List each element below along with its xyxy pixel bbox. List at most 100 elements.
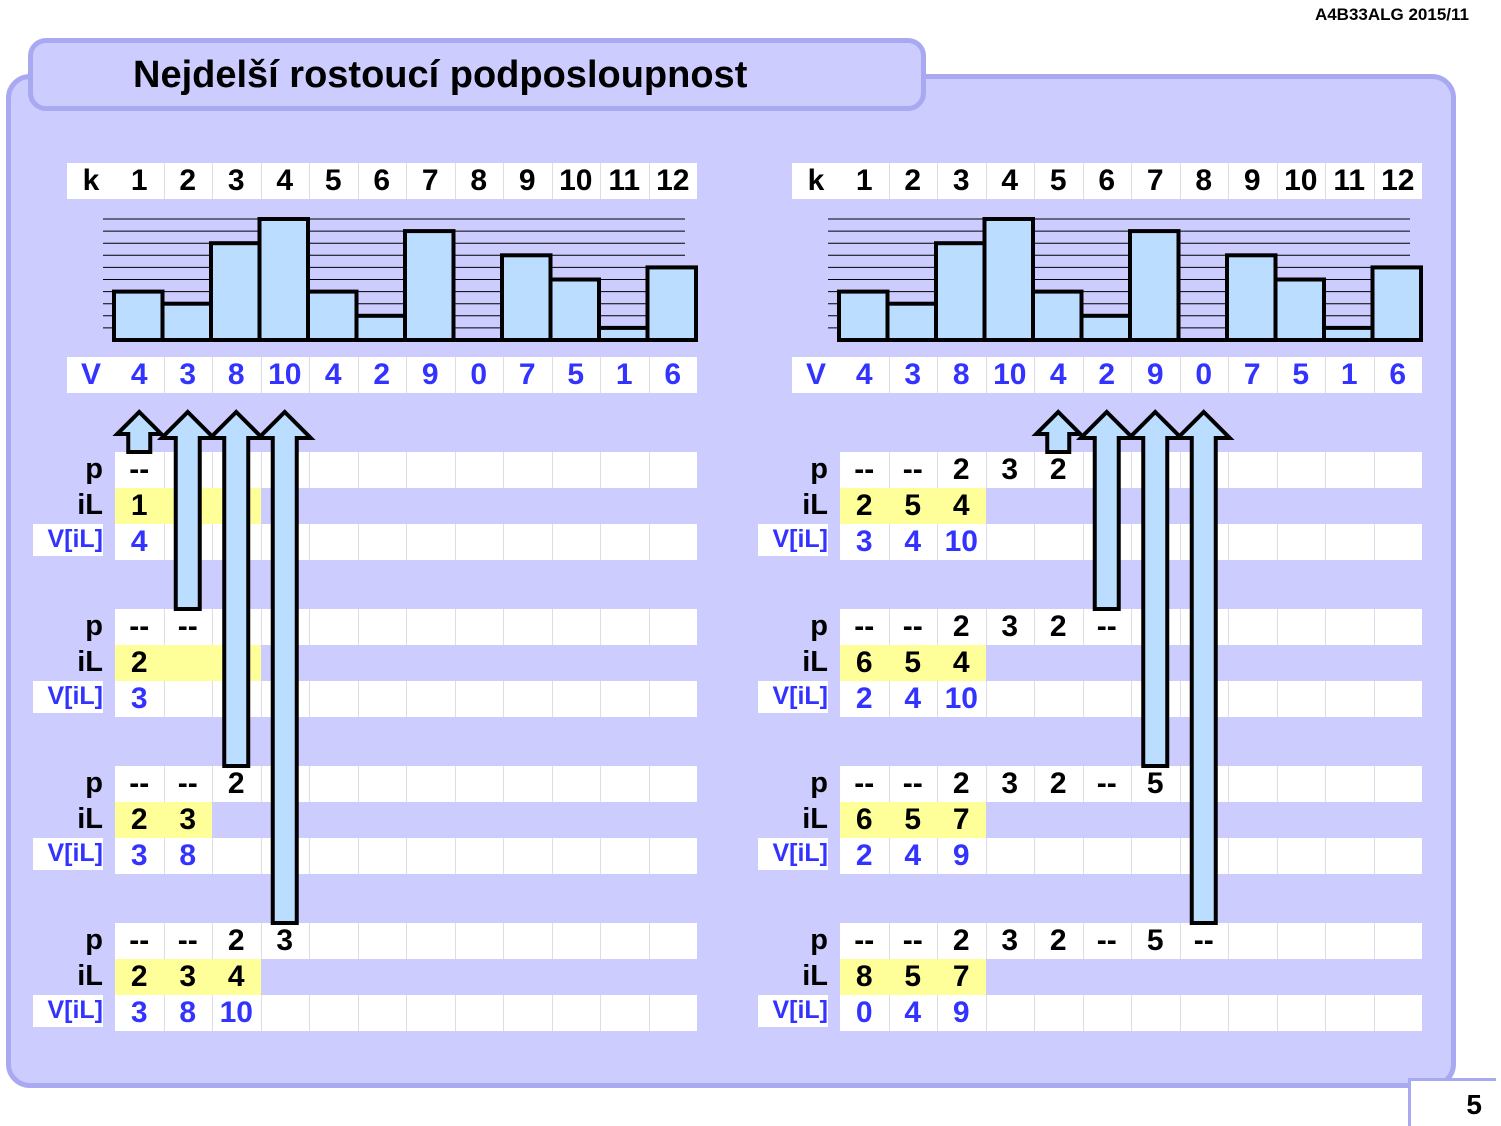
viL-row-separator <box>985 838 987 874</box>
k-row-separator <box>212 163 213 199</box>
k-index-cell: 5 <box>324 164 342 197</box>
p-row-separator <box>309 452 310 488</box>
viL-row-separator <box>1082 838 1084 874</box>
v-value-cell: 4 <box>855 358 873 391</box>
viL-cell: 4 <box>904 525 922 558</box>
viL-row-separator <box>406 838 407 874</box>
k-row-separator <box>357 163 359 199</box>
p-row-separator <box>1179 452 1181 488</box>
viL-row-separator <box>1179 838 1181 874</box>
iL-highlight <box>115 802 212 838</box>
viL-cell: 10 <box>944 682 978 715</box>
k-row-separator <box>600 163 601 199</box>
p-cell: 3 <box>1001 924 1019 957</box>
viL-cell: 10 <box>944 525 978 558</box>
k-index-cell: 2 <box>904 164 922 197</box>
pointer-arrow <box>112 409 167 454</box>
p-cell: 2 <box>1049 610 1067 643</box>
k-index-cell: 10 <box>559 164 593 197</box>
v-label: V <box>805 358 826 391</box>
v-value-cell: 10 <box>993 358 1027 391</box>
p-row-separator <box>1034 766 1035 802</box>
viL-row-separator <box>1276 995 1278 1031</box>
value-bar <box>1128 229 1181 343</box>
k-row-separator <box>648 163 650 199</box>
p-cell: 2 <box>1049 453 1067 486</box>
p-row-separator <box>1034 452 1035 488</box>
p-cell: 3 <box>1001 610 1019 643</box>
viL-row-separator <box>648 995 650 1031</box>
viL-label: V[iL] <box>47 682 103 710</box>
p-cell: 3 <box>1001 767 1019 800</box>
p-row-separator <box>648 609 650 645</box>
iL-cell: 5 <box>904 489 922 522</box>
k-index-cell: 6 <box>373 164 391 197</box>
viL-row-separator <box>309 995 310 1031</box>
viL-label: V[iL] <box>772 682 828 710</box>
viL-row-separator <box>937 524 938 560</box>
iL-cell: 2 <box>855 489 873 522</box>
iL-cell: 7 <box>952 960 970 993</box>
p-cell: 5 <box>1146 924 1164 957</box>
viL-row-separator <box>1034 838 1035 874</box>
viL-label: V[iL] <box>47 525 103 553</box>
k-row-separator <box>1131 163 1132 199</box>
k-index-cell: 6 <box>1098 164 1116 197</box>
p-cell: -- <box>129 453 150 486</box>
p-row-separator <box>1082 452 1084 488</box>
viL-label-bg <box>758 524 828 556</box>
v-row-separator <box>1131 357 1132 393</box>
iL-label: iL <box>77 960 103 992</box>
p-row-separator <box>1325 452 1326 488</box>
viL-label: V[iL] <box>772 525 828 553</box>
p-row-separator <box>1034 923 1035 959</box>
value-bar <box>982 217 1035 342</box>
viL-row-separator <box>503 681 504 717</box>
p-row-separator <box>503 923 504 959</box>
p-row-separator <box>357 766 359 802</box>
p-row-separator <box>1228 766 1229 802</box>
p-row-separator <box>357 923 359 959</box>
viL-row-separator <box>212 995 213 1031</box>
viL-row-separator <box>1373 524 1375 560</box>
viL-row-separator <box>454 995 456 1031</box>
iL-cell: 3 <box>179 960 197 993</box>
k-row-separator <box>309 163 310 199</box>
viL-row-separator <box>1034 681 1035 717</box>
v-row-separator <box>1325 357 1326 393</box>
v-value-cell: 2 <box>1098 358 1116 391</box>
viL-row-separator <box>600 995 601 1031</box>
v-row-separator <box>1276 357 1278 393</box>
v-row <box>67 357 697 393</box>
p-cell: -- <box>1193 924 1214 957</box>
viL-row-separator <box>1034 524 1035 560</box>
viL-label-bg <box>758 995 828 1027</box>
viL-cell: 10 <box>219 996 253 1029</box>
viL-row-separator <box>1228 681 1229 717</box>
p-row-separator <box>551 923 553 959</box>
value-bar <box>1273 277 1326 342</box>
k-index-cell: 8 <box>470 164 488 197</box>
p-row-separator <box>1276 766 1278 802</box>
v-value-cell: 7 <box>518 358 536 391</box>
viL-row-separator <box>551 681 553 717</box>
p-label: p <box>810 453 828 485</box>
v-row-separator <box>1179 357 1181 393</box>
p-row-separator <box>212 766 213 802</box>
viL-row-separator <box>260 524 262 560</box>
iL-cell: 5 <box>904 960 922 993</box>
viL-row-separator <box>648 681 650 717</box>
course-code: A4B33ALG 2015/11 <box>1314 5 1469 24</box>
viL-cell: 3 <box>130 682 148 715</box>
p-row-separator <box>309 609 310 645</box>
viL-cell: 8 <box>179 996 197 1029</box>
viL-row-separator <box>357 995 359 1031</box>
value-bar <box>403 229 456 343</box>
viL-cell: 2 <box>855 839 873 872</box>
viL-label: V[iL] <box>47 996 103 1024</box>
viL-label-bg <box>33 838 103 870</box>
iL-cell: 2 <box>130 960 148 993</box>
p-row-separator <box>260 609 262 645</box>
k-index-cell: 12 <box>656 164 690 197</box>
